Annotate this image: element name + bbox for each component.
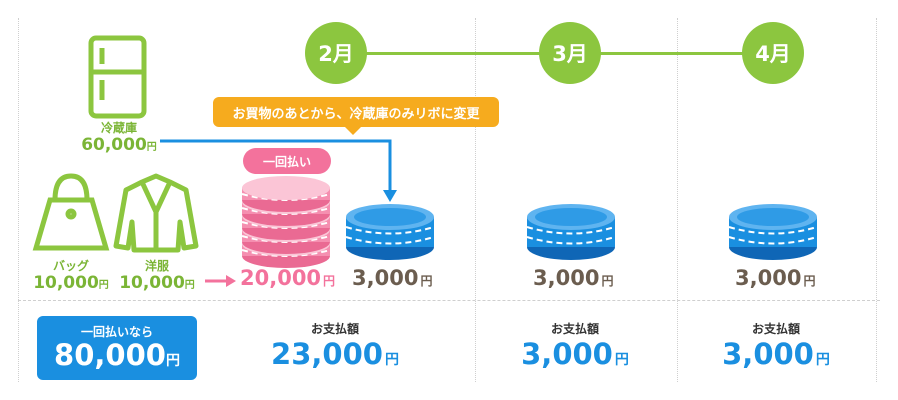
- revolving-arrowhead: [383, 190, 397, 202]
- bag-label: バッグ 10,000円: [28, 256, 114, 294]
- clothes-price: 10,000: [119, 273, 185, 294]
- month-circle-apr: 4月: [742, 22, 804, 84]
- column-divider: [18, 18, 19, 382]
- payment-mar-yen: 円: [614, 352, 629, 368]
- clothes-name: 洋服: [144, 259, 169, 273]
- feb-revolving-value: 3,000: [352, 266, 419, 290]
- summary-yen: 円: [165, 353, 180, 369]
- payment-apr-label: お支払額: [751, 322, 800, 336]
- column-divider: [475, 18, 476, 382]
- fridge-price: 60,000: [81, 135, 147, 156]
- lump-amount-value: 20,000: [240, 266, 322, 290]
- revolving-arrow: [160, 139, 392, 192]
- payment-apr-yen: 円: [815, 352, 830, 368]
- mar-amount-yen: 円: [601, 274, 614, 288]
- handbag-icon: [32, 173, 110, 251]
- month-circle-mar: 3月: [539, 22, 601, 84]
- payment-mar-label: お支払額: [550, 322, 599, 336]
- fridge-yen: 円: [146, 142, 157, 154]
- fridge-name: 冷蔵庫: [100, 121, 137, 135]
- revolving-change-callout: お買物のあとから、冷蔵庫のみリボに変更: [213, 97, 499, 135]
- bag-name: バッグ: [52, 259, 89, 273]
- mar-amount-value: 3,000: [533, 266, 600, 290]
- payment-feb-value: 23,000: [271, 337, 383, 371]
- summary-label: 一回払いなら: [80, 325, 153, 339]
- summary-amount: 80,000円: [37, 338, 197, 372]
- row-divider: [18, 300, 880, 301]
- apr-amount-yen: 円: [803, 274, 816, 288]
- summary-amount-value: 80,000: [54, 338, 166, 372]
- blue-coin-icon-mar: [526, 203, 616, 261]
- lump-amount-yen: 円: [323, 274, 336, 288]
- bag-yen: 円: [98, 280, 109, 292]
- blue-coin-icon-feb: [345, 203, 435, 261]
- column-divider: [677, 18, 678, 382]
- month-circle-feb: 2月: [305, 22, 367, 84]
- clothes-yen: 円: [184, 280, 195, 292]
- payment-feb-yen: 円: [384, 352, 399, 368]
- payment-feb-label: お支払額: [310, 322, 359, 336]
- apr-amount-value: 3,000: [735, 266, 802, 290]
- pink-coin-stack-icon: [241, 175, 331, 269]
- lump-arrowhead: [226, 275, 236, 287]
- clothes-label: 洋服 10,000円: [114, 256, 200, 294]
- refrigerator-icon: [88, 35, 147, 119]
- payment-apr-value: 3,000: [722, 337, 814, 371]
- jacket-icon: [113, 173, 199, 253]
- fridge-label: 冷蔵庫 60,000円: [76, 118, 162, 156]
- payment-mar-value: 3,000: [521, 337, 613, 371]
- lump-sum-summary: 一回払いなら 80,000円: [37, 316, 197, 380]
- lump-sum-badge: 一回払い: [243, 148, 331, 174]
- column-divider: [876, 18, 877, 382]
- blue-coin-icon-apr: [728, 203, 818, 261]
- feb-revolving-yen: 円: [420, 274, 433, 288]
- bag-price: 10,000: [33, 273, 99, 294]
